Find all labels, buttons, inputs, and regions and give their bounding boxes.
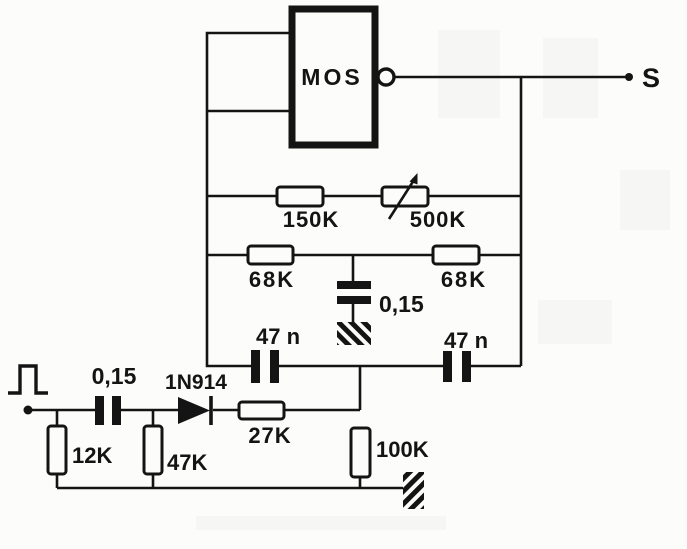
capacitor-input-label: 0,15 bbox=[92, 363, 137, 389]
resistor-12k-body bbox=[46, 424, 68, 476]
diode-1n914-icon bbox=[178, 396, 213, 425]
resistor-150k-body bbox=[275, 185, 325, 208]
capacitor-input-plates bbox=[95, 396, 121, 425]
wire-left-rail bbox=[205, 31, 289, 368]
variable-resistor-arrow-icon bbox=[387, 173, 418, 220]
resistor-12k-label: 12K bbox=[72, 443, 112, 468]
square-pulse-icon bbox=[8, 364, 48, 395]
capacitor-47n-right-label: 47 n bbox=[444, 328, 488, 353]
resistor-100k-label: 100K bbox=[376, 437, 429, 462]
output-label: S bbox=[642, 63, 660, 93]
ground-hatch-icon-mid bbox=[337, 322, 371, 345]
resistor-500k-body bbox=[380, 185, 430, 208]
capacitor-47n-left-label: 47 n bbox=[256, 324, 300, 349]
capacitor-47n-right-plates bbox=[443, 351, 471, 382]
mos-gate-label: MOS bbox=[301, 64, 362, 90]
ground-hatch-icon-bottom bbox=[403, 472, 424, 509]
capacitor-47n-left-plates bbox=[251, 350, 279, 383]
resistor-27k-body bbox=[237, 400, 286, 421]
output-terminal-dot bbox=[625, 73, 633, 81]
resistor-68k-right-label: 68K bbox=[441, 267, 487, 292]
wires bbox=[28, 31, 629, 490]
input-terminal-dot bbox=[23, 405, 33, 415]
resistor-150k-label: 150K bbox=[283, 207, 340, 232]
inversion-bubble-icon bbox=[376, 67, 396, 87]
capacitor-mid-label: 0,15 bbox=[379, 291, 424, 317]
resistor-500k-label: 500K bbox=[410, 207, 467, 232]
capacitor-mid-plates bbox=[337, 281, 371, 304]
resistor-47k-body bbox=[142, 424, 164, 476]
resistor-68k-right-body bbox=[431, 244, 481, 266]
resistor-47k-label: 47K bbox=[167, 450, 207, 475]
resistor-100k-body bbox=[349, 426, 372, 479]
resistor-68k-left-body bbox=[246, 244, 295, 266]
mos-gate-body bbox=[288, 5, 379, 149]
diode-1n914-label: 1N914 bbox=[165, 371, 227, 394]
resistor-27k-label: 27K bbox=[248, 423, 291, 448]
resistor-68k-left-label: 68K bbox=[249, 267, 295, 292]
